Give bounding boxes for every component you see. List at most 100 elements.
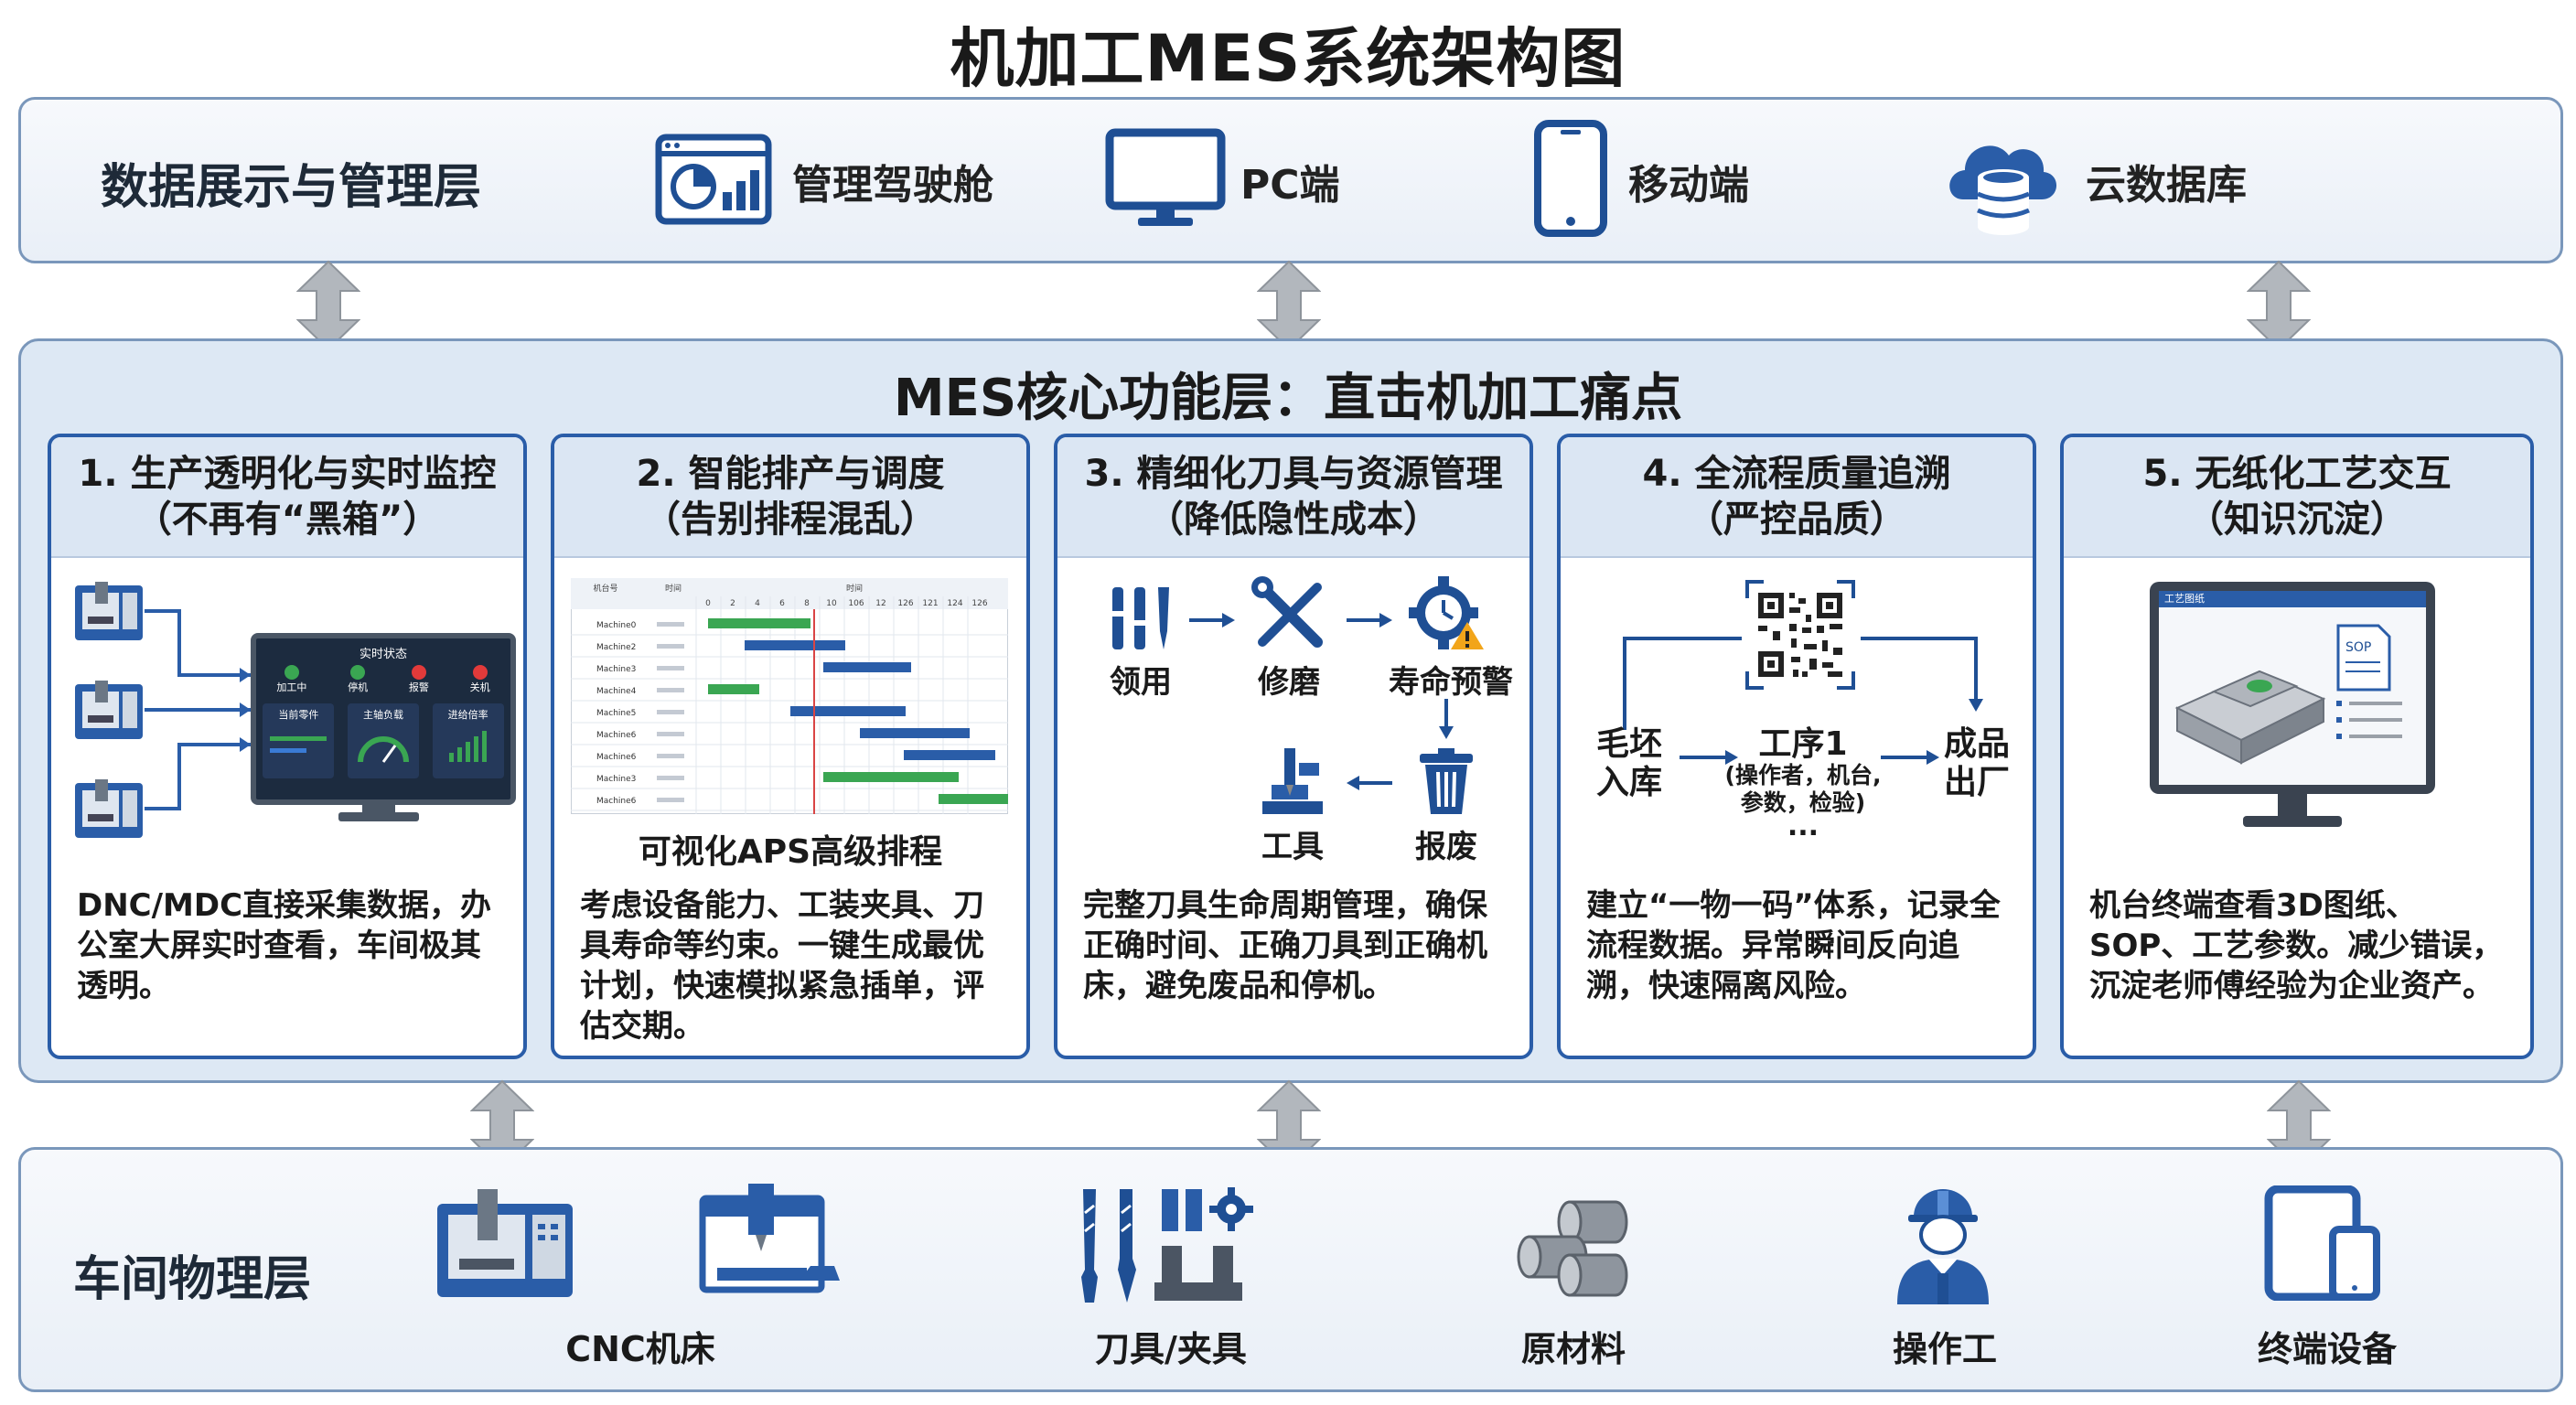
card-header: 2. 智能排产与调度 （告别排程混乱） [554,437,1026,558]
status-label: 关机 [469,681,490,693]
gauge-icon [357,736,409,763]
step-label-scrap: 报废 [1415,829,1477,865]
gantt-task-bar [708,618,810,628]
cloud-database-icon [1949,145,2057,235]
feature-card-monitoring: 1. 生产透明化与实时监控 （不再有“黑箱”） 实时状态 加工中 停机 报警 关… [48,434,527,1059]
arrow-left-icon [1347,776,1392,790]
panel-label: 主轴负载 [362,709,403,721]
card-title: 4. 全流程质量追溯 [1642,453,1951,495]
gantt-task-bar [745,640,845,650]
gantt-time-cell [657,688,684,692]
gantt-row-label: Machine3 [596,775,636,784]
feature-card-paperless: 5. 无纸化工艺交互 （知识沉淀） 工艺图纸 SOP [2060,434,2534,1059]
dashboard-icon [655,134,772,225]
gantt-row-label: Machine0 [596,621,637,630]
terminal-monitor: 工艺图纸 SOP [2150,582,2435,794]
terminal-device-icon [2264,1185,2380,1301]
realtime-screen: 实时状态 加工中 停机 报警 关机 当前零件 主轴负载 进给倍率 [251,633,516,805]
gantt-row-label: Machine3 [596,665,636,674]
core-layer-title: MES核心功能层：直击机加工痛点 [893,369,1683,428]
card-header: 1. 生产透明化与实时监控 （不再有“黑箱”） [51,437,523,558]
top-layer-band [18,97,2563,263]
card-subtitle: （知识沉淀） [2187,499,2407,541]
card-subtitle: （降低隐性成本） [1147,499,1440,541]
mobile-icon [1534,120,1607,237]
flow-step-detail-line1: (操作者，机台, [1724,762,1882,788]
gantt-tick-label: 2 [730,599,735,608]
gantt-time-cell [657,710,684,714]
worker-icon [1897,1189,1989,1304]
bottom-item-terminal-label: 终端设备 [2257,1329,2397,1369]
gantt-header-label: 时间 [846,583,863,594]
status-item: 报警 [409,665,429,694]
part-3d-model-icon: SOP [2174,624,2402,765]
gantt-tick-label: 126 [971,599,987,608]
status-item: 加工中 [276,665,306,694]
gantt-time-cell [657,732,684,736]
cnc-machine-icon [437,1189,573,1297]
page-title: 机加工MES系统架构图 [950,21,1626,96]
machine-icon [75,582,143,640]
bottom-item-worker-label: 操作工 [1892,1329,1997,1369]
flow-step-detail-line2: 参数，检验) [1740,789,1866,816]
gantt-time-cell [657,776,684,780]
flow-start-line2: 入库 [1595,764,1662,801]
gantt-task-bar [790,706,906,716]
gantt-header-label: 机台号 [593,583,617,594]
status-label: 停机 [348,681,369,693]
status-item: 停机 [348,665,368,694]
gantt-tick-label: 12 [875,599,886,608]
terminal-screen-header: 工艺图纸 [2159,591,2426,607]
card-header: 4. 全流程质量追溯 （严控品质） [1561,437,2033,558]
gantt-task-bar [904,750,995,760]
panel-label: 进给倍率 [447,709,488,721]
qr-code-icon [1745,580,1855,690]
cutting-tools-icon [1111,587,1169,649]
gantt-task-bar [708,684,759,694]
step-label-life-warning: 寿命预警 [1389,664,1513,701]
gantt-task-bar [860,728,970,738]
flow-end-line1: 成品 [1943,725,2010,763]
card-description: 完整刀具生命周期管理，确保正确时间、正确刀具到正确机床，避免废品和停机。 [1083,887,1487,1004]
panel-row: 当前零件 主轴负载 进给倍率 [256,703,510,778]
gantt-row-label: Machine2 [596,643,636,652]
terminal-screen: 工艺图纸 SOP [2159,591,2426,785]
card-title: 5. 无纸化工艺交互 [2142,453,2452,495]
card-description: 考虑设备能力、工装夹具、刀具寿命等约束。一键生成最优计划，快速模拟紧急插单，评估… [580,887,984,1045]
gantt-time-cell [657,622,684,627]
gantt-row-label: Machine6 [596,797,637,806]
step-label-regrind: 修磨 [1258,664,1320,701]
gantt-tick-label: 124 [947,599,962,608]
terminal-base [2243,816,2342,827]
card-title: 1. 生产透明化与实时监控 [78,453,497,495]
gantt-row-label: Machine6 [596,753,637,762]
status-item: 关机 [470,665,490,694]
feature-card-tool-management: 3. 精细化刀具与资源管理 （降低隐性成本） 领用 修磨 寿命预警 报废 工具 … [1054,434,1533,1059]
flow-ellipsis: ... [1787,810,1819,842]
screen-base [338,812,419,821]
gantt-tick-label: 6 [779,599,785,608]
gantt-tick-label: 106 [848,599,864,608]
top-item-cloud-label: 云数据库 [2086,162,2247,209]
machine-icon [75,681,143,739]
gantt-caption: 可视化APS高级排程 [638,833,943,871]
connector-arrow-right-top [2247,260,2311,351]
machine-icon [75,779,143,838]
gantt-tick-label: 4 [755,599,760,608]
screen-stand [362,799,395,814]
bottom-layer-label: 车间物理层 [73,1252,312,1307]
card-header: 3. 精细化刀具与资源管理 （降低隐性成本） [1057,437,1530,558]
card-title: 2. 智能排产与调度 [636,453,945,495]
feature-card-traceability: 4. 全流程质量追溯 （严控品质） 毛坯 入库 工序1 (操作者，机台, 参数，… [1557,434,2036,1059]
connector-arrow-center-top [1257,260,1321,351]
step-label-issue: 领用 [1110,664,1172,701]
terminal-stand [2278,794,2307,818]
data-flow-lines [145,609,251,810]
scrap-bin-icon [1420,748,1473,814]
card-description: DNC/MDC直接采集数据，办公室大屏实时查看，车间极其透明。 [77,887,492,1004]
gantt-task-bar [823,662,911,672]
flow-end-line2: 出厂 [1943,764,2010,801]
card-subtitle: （不再有“黑箱”） [134,499,440,541]
gantt-tick-label: 0 [705,599,711,608]
